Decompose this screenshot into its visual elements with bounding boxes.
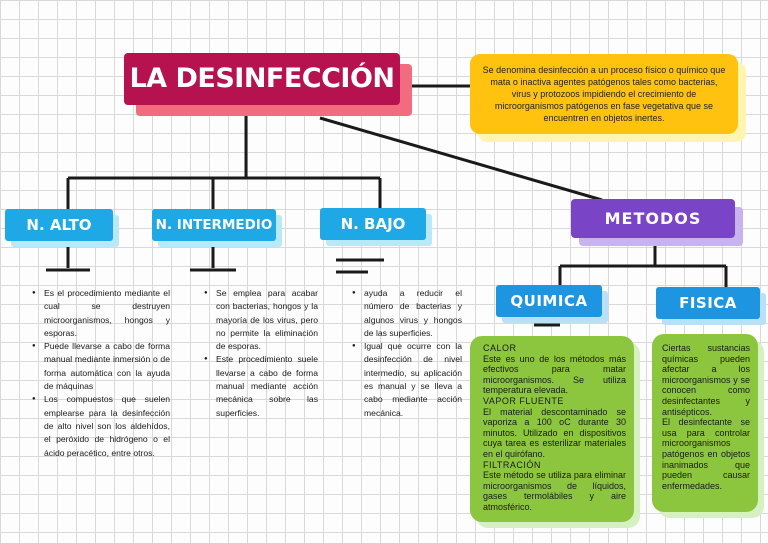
quimica-detail-box: CALOR Este es uno de los métodos más efe… (470, 336, 634, 522)
vapor-heading: VAPOR FLUENTE (483, 395, 564, 406)
list-item: ayuda a reducir el número de bacterias y… (352, 287, 462, 340)
list-item: Es el procedimiento mediante el cual se … (32, 287, 170, 340)
main-title: LA DESINFECCIÓN (124, 53, 400, 105)
filtracion-text: Este método se utiliza para eliminar mic… (483, 470, 626, 512)
quimica-box: QUIMICA (496, 285, 602, 317)
fisica-detail-box: Ciertas sustancias químicas pueden afect… (652, 334, 758, 512)
level-intermedio-box: N. INTERMEDIO (152, 209, 276, 241)
filtracion-heading: FILTRACIÓN (483, 459, 541, 470)
level-bajo-box: N. BAJO (320, 208, 426, 240)
fisica-text-1: Ciertas sustancias químicas pueden afect… (662, 343, 750, 417)
list-item: Puede llevarse a cabo de forma manual me… (32, 340, 170, 393)
calor-heading: CALOR (483, 343, 517, 353)
level-alto-text: Es el procedimiento mediante el cual se … (32, 287, 170, 460)
level-bajo-text: ayuda a reducir el número de bacterias y… (352, 287, 462, 420)
level-alto-box: N. ALTO (5, 209, 113, 241)
fisica-box: FISICA (656, 287, 760, 319)
calor-text: Este es uno de los métodos más efectivos… (483, 353, 626, 396)
fisica-text-2: El desinfectante se usa para controlar m… (662, 417, 750, 491)
vapor-text: El material descontaminado se vaporiza a… (483, 406, 626, 459)
methods-box: METODOS (571, 199, 735, 238)
definition-box: Se denomina desinfección a un proceso fí… (470, 54, 738, 134)
list-item: Los compuestos que suelen emplearse para… (32, 393, 170, 459)
list-item: Este procedimiento suele llevarse a cabo… (204, 353, 318, 419)
list-item: Igual que ocurre con la desinfección de … (352, 340, 462, 420)
list-item: Se emplea para acabar con bacterias, hon… (204, 287, 318, 353)
level-intermedio-text: Se emplea para acabar con bacterias, hon… (204, 287, 318, 420)
